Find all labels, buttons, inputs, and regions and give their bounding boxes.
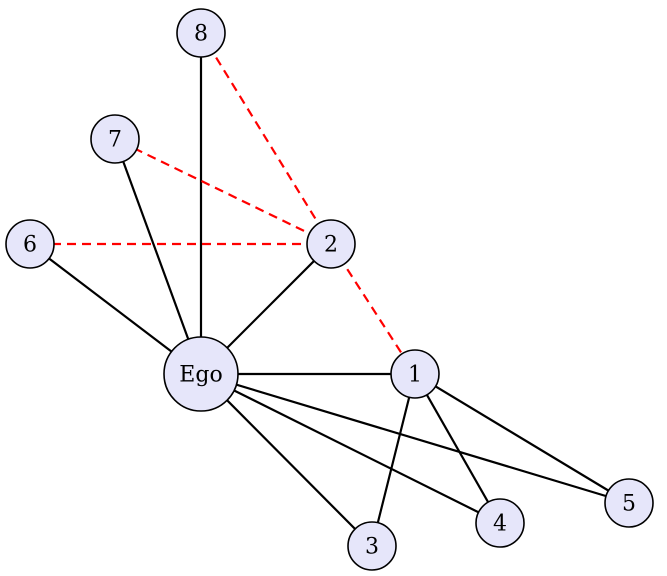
- edges-layer: [29, 32, 630, 547]
- node-n3: 3: [347, 521, 397, 571]
- node-label: 6: [23, 233, 37, 258]
- node-label: 3: [365, 535, 379, 560]
- node-label: 2: [324, 233, 338, 258]
- node-n6: 6: [5, 219, 55, 269]
- node-circle: [390, 349, 440, 399]
- edge-n2-n1: [330, 243, 416, 375]
- node-circle: [163, 336, 239, 412]
- edge-ego-n7: [113, 138, 203, 375]
- nodes-layer: Ego 1 2 3 4 5 6 7 8: [5, 8, 654, 571]
- edge-ego-n4: [200, 373, 501, 524]
- node-n2: 2: [306, 219, 356, 269]
- node-circle: [176, 8, 226, 58]
- node-label: 7: [108, 128, 122, 153]
- node-label: 8: [194, 22, 208, 47]
- node-label: 1: [408, 363, 422, 388]
- node-circle: [5, 219, 55, 269]
- edge-ego-n3: [200, 373, 373, 547]
- node-circle: [90, 114, 140, 164]
- node-circle: [604, 478, 654, 528]
- node-n8: 8: [176, 8, 226, 58]
- edge-n1-n3: [370, 373, 417, 547]
- edge-n1-n4: [414, 373, 501, 524]
- node-ego: Ego: [163, 336, 239, 412]
- node-n4: 4: [475, 498, 525, 548]
- node-circle: [475, 498, 525, 548]
- edge-ego-n5: [200, 372, 630, 505]
- edge-n2-n8: [200, 32, 332, 245]
- node-circle: [306, 219, 356, 269]
- node-n5: 5: [604, 478, 654, 528]
- edge-n2-n7: [114, 138, 332, 245]
- node-label: 4: [493, 512, 507, 537]
- node-circle: [347, 521, 397, 571]
- node-label: Ego: [179, 363, 222, 388]
- node-label: 5: [622, 492, 636, 517]
- edge-n1-n5: [414, 373, 630, 504]
- node-n1: 1: [390, 349, 440, 399]
- node-n7: 7: [90, 114, 140, 164]
